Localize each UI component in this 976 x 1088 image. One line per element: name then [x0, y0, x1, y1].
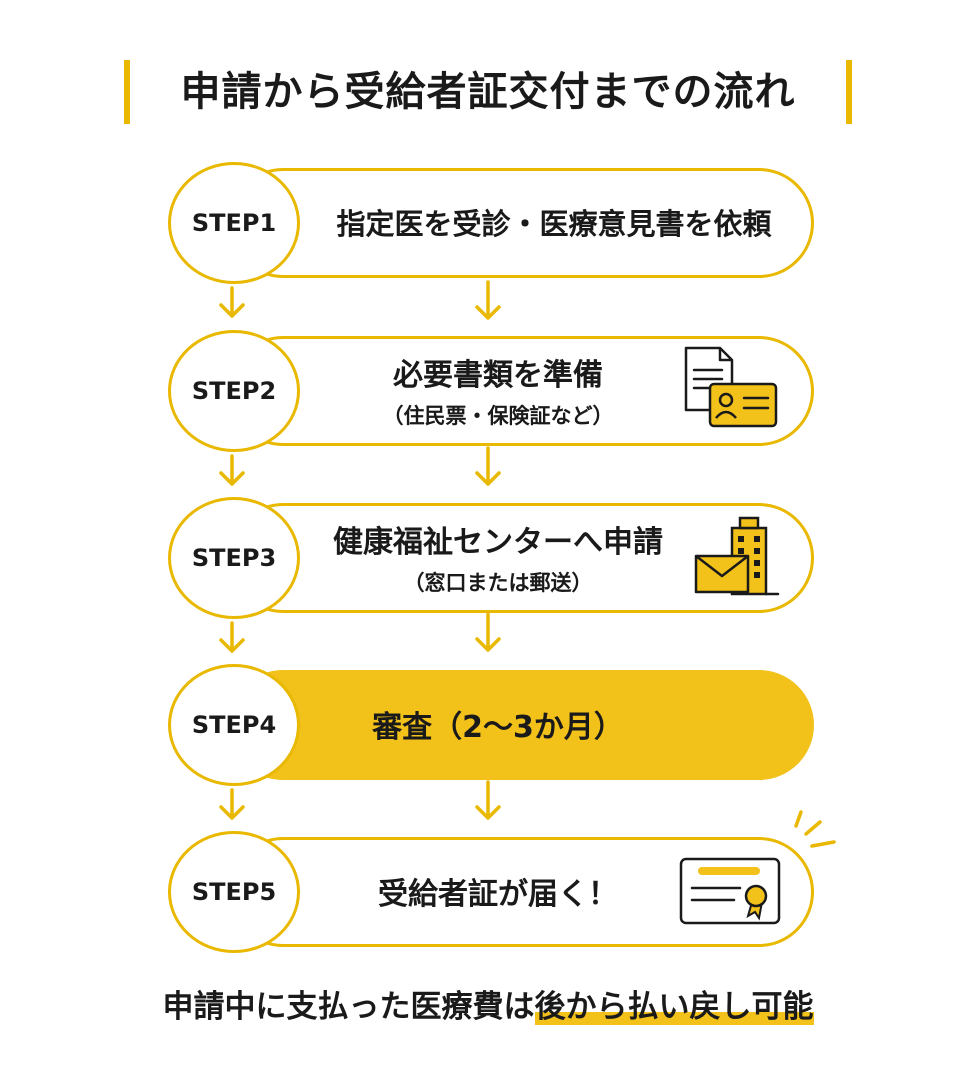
- step-3-subtext: （窓口または郵送）: [403, 571, 593, 595]
- arrow-4-left: [219, 788, 245, 820]
- arrow-1-right: [475, 280, 501, 320]
- step-1-text: 指定医を受診・医療意見書を依頼: [336, 207, 772, 241]
- documents-id-card-icon: [684, 346, 778, 428]
- arrow-1-left: [219, 286, 245, 318]
- title-bar-right: [846, 60, 852, 124]
- arrow-4-right: [475, 780, 501, 820]
- bottom-note-highlight: 後から払い戻し可能: [534, 989, 814, 1025]
- certificate-icon: [679, 857, 781, 925]
- step-5-text: 受給者証が届く！: [378, 877, 618, 912]
- step-3-content: 健康福祉センターへ申請 （窓口または郵送）: [308, 505, 688, 609]
- step-2: STEP2 必要書類を準備 （住民票・保険証など）: [168, 330, 814, 452]
- step-2-badge: STEP2: [168, 330, 300, 452]
- arrow-2-left: [219, 454, 245, 486]
- step-2-content: 必要書類を準備 （住民票・保険証など）: [338, 338, 658, 442]
- step-1-badge: STEP1: [168, 162, 300, 284]
- step-1-pill: [228, 168, 814, 278]
- step-4-text: 審査（2〜3か月）: [372, 710, 624, 745]
- step-3: STEP3 健康福祉センターへ申請 （窓口または郵送）: [168, 497, 814, 619]
- title-bar-left: [124, 60, 130, 124]
- building-envelope-icon: [694, 516, 780, 596]
- step-1-content: 指定医を受診・医療意見書を依頼: [308, 170, 800, 274]
- bottom-note-text: 申請中に支払った医療費は: [162, 989, 535, 1025]
- sparkle-lines-icon: [794, 810, 836, 848]
- step-4-content: 審査（2〜3か月）: [338, 672, 658, 776]
- step-2-text: 必要書類を準備: [393, 358, 603, 393]
- step-1: STEP1 指定医を受診・医療意見書を依頼: [168, 162, 814, 284]
- step-2-subtext: （住民票・保険証など）: [382, 404, 614, 428]
- step-4: STEP4 審査（2〜3か月）: [168, 664, 814, 786]
- arrow-3-left: [219, 621, 245, 653]
- page-title: 申請から受給者証交付までの流れ: [180, 69, 796, 115]
- step-3-badge: STEP3: [168, 497, 300, 619]
- step-3-text: 健康福祉センターへ申請: [333, 525, 663, 560]
- step-5-content: 受給者証が届く！: [338, 839, 658, 943]
- step-4-pill: [228, 670, 814, 780]
- bottom-note: 申請中に支払った医療費は後から払い戻し可能: [0, 982, 976, 1032]
- arrow-3-right: [475, 612, 501, 652]
- arrow-2-right: [475, 446, 501, 486]
- step-5-badge: STEP5: [168, 831, 300, 953]
- step-4-badge: STEP4: [168, 664, 300, 786]
